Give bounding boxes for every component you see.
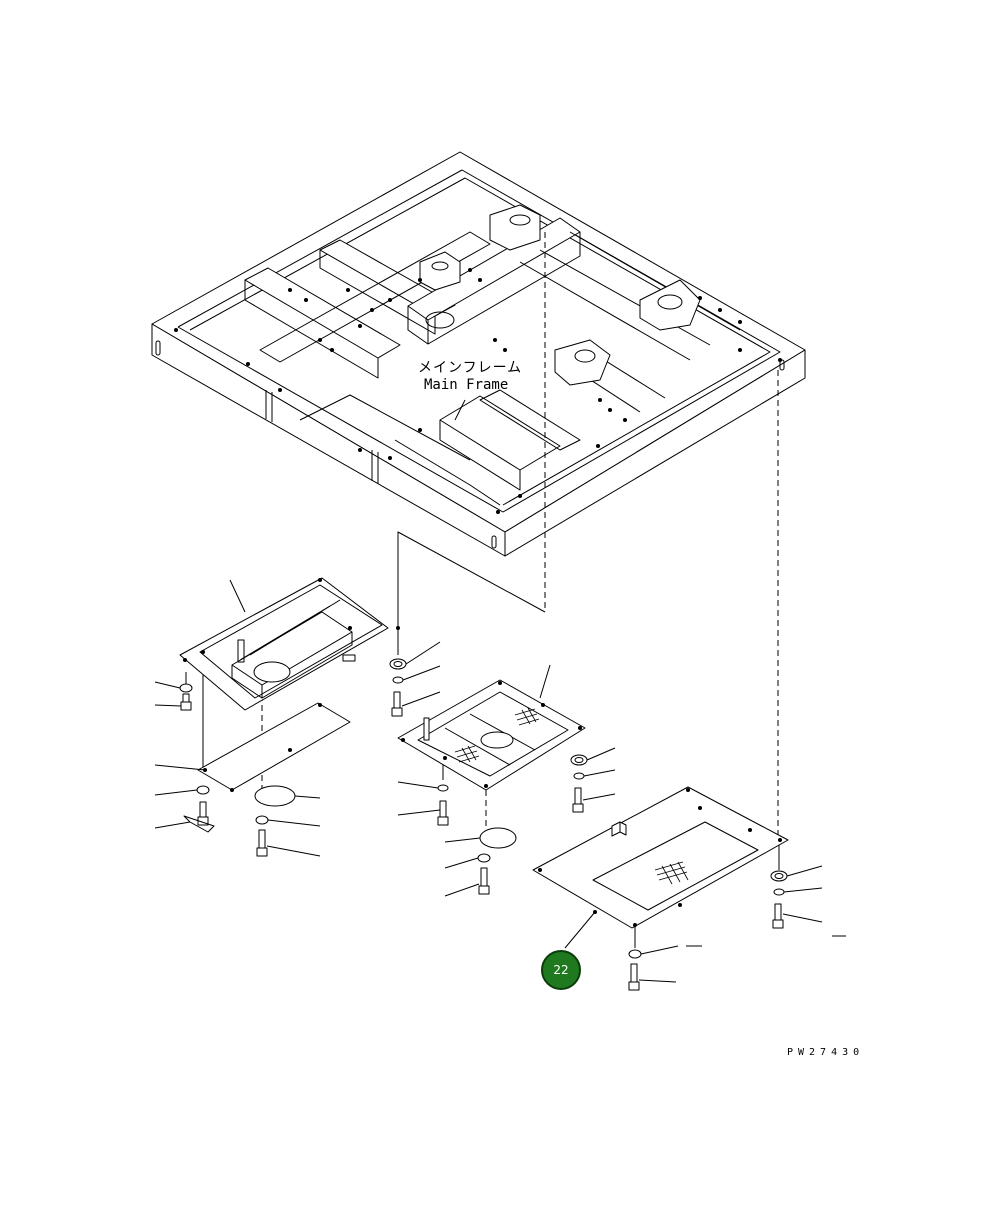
right-cover-assembly <box>533 787 846 990</box>
part-callout-number: 22 <box>553 963 569 977</box>
main-frame-label-en: Main Frame <box>424 377 509 393</box>
main-frame <box>152 152 805 556</box>
middle-cover-assembly <box>398 665 615 896</box>
main-frame-label-jp: メインフレーム <box>418 360 523 376</box>
left-cover-assembly <box>155 578 400 856</box>
frame-bolts-center <box>390 642 440 716</box>
frame-holes <box>174 268 782 514</box>
part-callout-22[interactable]: 22 <box>541 950 581 990</box>
drawing-code: PW27430 <box>787 1047 865 1058</box>
